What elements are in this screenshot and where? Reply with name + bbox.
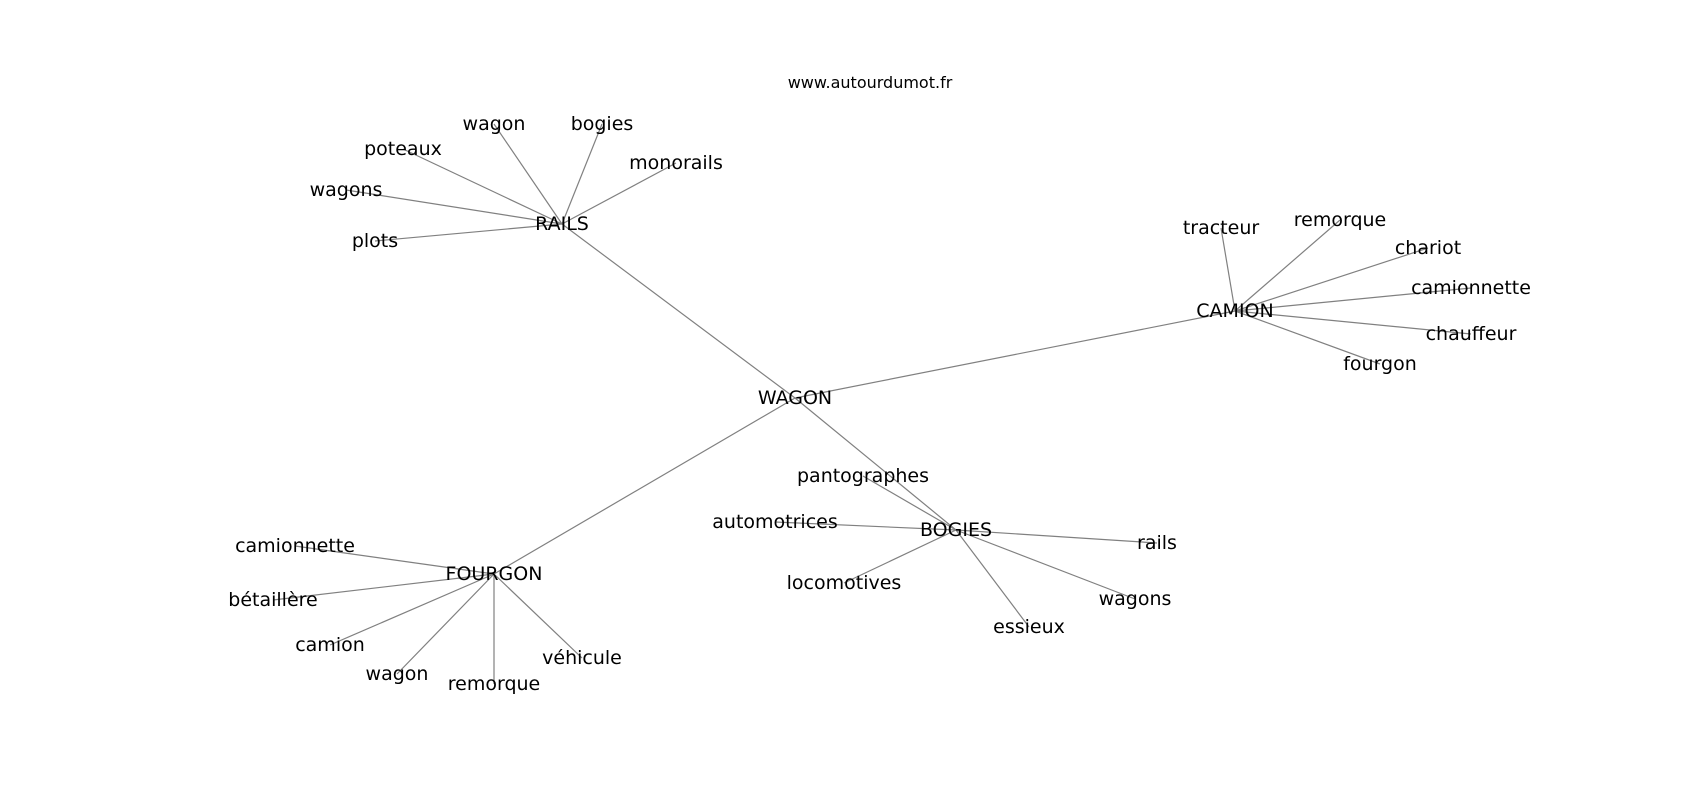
related-word-node: locomotives [787, 572, 902, 594]
related-word-node: wagon [366, 663, 429, 685]
edge-hub-to-word [955, 529, 1158, 544]
edge-hub-to-word [561, 123, 603, 225]
edge-hub-to-word [396, 573, 495, 675]
related-word-node: camion [295, 634, 365, 656]
hub-word-node: RAILS [535, 213, 589, 235]
labels-layer: WAGON RAILS wagon bogies monorails poteaux wag… [228, 113, 1531, 695]
edge-hub-to-word [843, 529, 957, 584]
related-word-node: monorails [629, 152, 723, 174]
related-word-node: bétaillère [228, 589, 317, 611]
related-word-node: wagon [463, 113, 526, 135]
edge-hub-to-word [402, 148, 563, 225]
edge-center-to-hub [561, 223, 796, 399]
related-word-node: rails [1137, 532, 1177, 554]
site-url-label: www.autourdumot.fr [788, 73, 953, 92]
related-word-node: remorque [448, 673, 541, 695]
edge-hub-to-word [955, 529, 1030, 628]
related-word-node: camionnette [235, 535, 355, 557]
related-word-node: fourgon [1343, 353, 1417, 375]
edge-center-to-hub [493, 397, 796, 575]
related-word-node: pantographes [797, 465, 929, 487]
related-word-node: camionnette [1411, 277, 1531, 299]
edge-hub-to-word [493, 573, 583, 659]
edge-hub-to-word [1234, 310, 1472, 335]
related-word-node: bogies [571, 113, 634, 135]
edge-hub-to-word [561, 162, 677, 225]
hub-word-node: FOURGON [446, 563, 543, 585]
edge-hub-to-word [1220, 227, 1236, 312]
edge-hub-to-word [374, 223, 563, 242]
edge-center-to-hub [794, 397, 957, 531]
edge-center-to-hub [794, 310, 1236, 399]
edge-hub-to-word [774, 521, 957, 531]
edge-hub-to-word [294, 545, 495, 575]
related-word-node: automotrices [712, 511, 837, 533]
related-word-node: chariot [1395, 237, 1461, 259]
hub-word-node: BOGIES [920, 519, 992, 541]
related-word-node: poteaux [364, 138, 442, 160]
edge-hub-to-word [1234, 287, 1472, 312]
edge-hub-to-word [955, 529, 1136, 600]
edge-hub-to-word [329, 573, 495, 646]
related-word-node: véhicule [542, 647, 622, 669]
related-word-node: chauffeur [1426, 323, 1517, 345]
edge-hub-to-word [1234, 219, 1341, 312]
hub-word-node: CAMION [1196, 300, 1273, 322]
related-word-node: remorque [1294, 209, 1387, 231]
edge-hub-to-word [272, 573, 495, 601]
edge-hub-to-word [1234, 247, 1429, 312]
related-word-node: tracteur [1183, 217, 1260, 239]
related-word-node: wagons [310, 179, 383, 201]
related-word-node: essieux [993, 616, 1065, 638]
edge-hub-to-word [1234, 310, 1381, 365]
edge-hub-to-word [862, 475, 957, 531]
edge-hub-to-word [345, 189, 563, 225]
related-word-node: wagons [1099, 588, 1172, 610]
related-word-node: plots [352, 230, 398, 252]
edges-layer [272, 123, 1472, 684]
edge-hub-to-word [493, 123, 563, 225]
center-word-node: WAGON [758, 387, 832, 409]
